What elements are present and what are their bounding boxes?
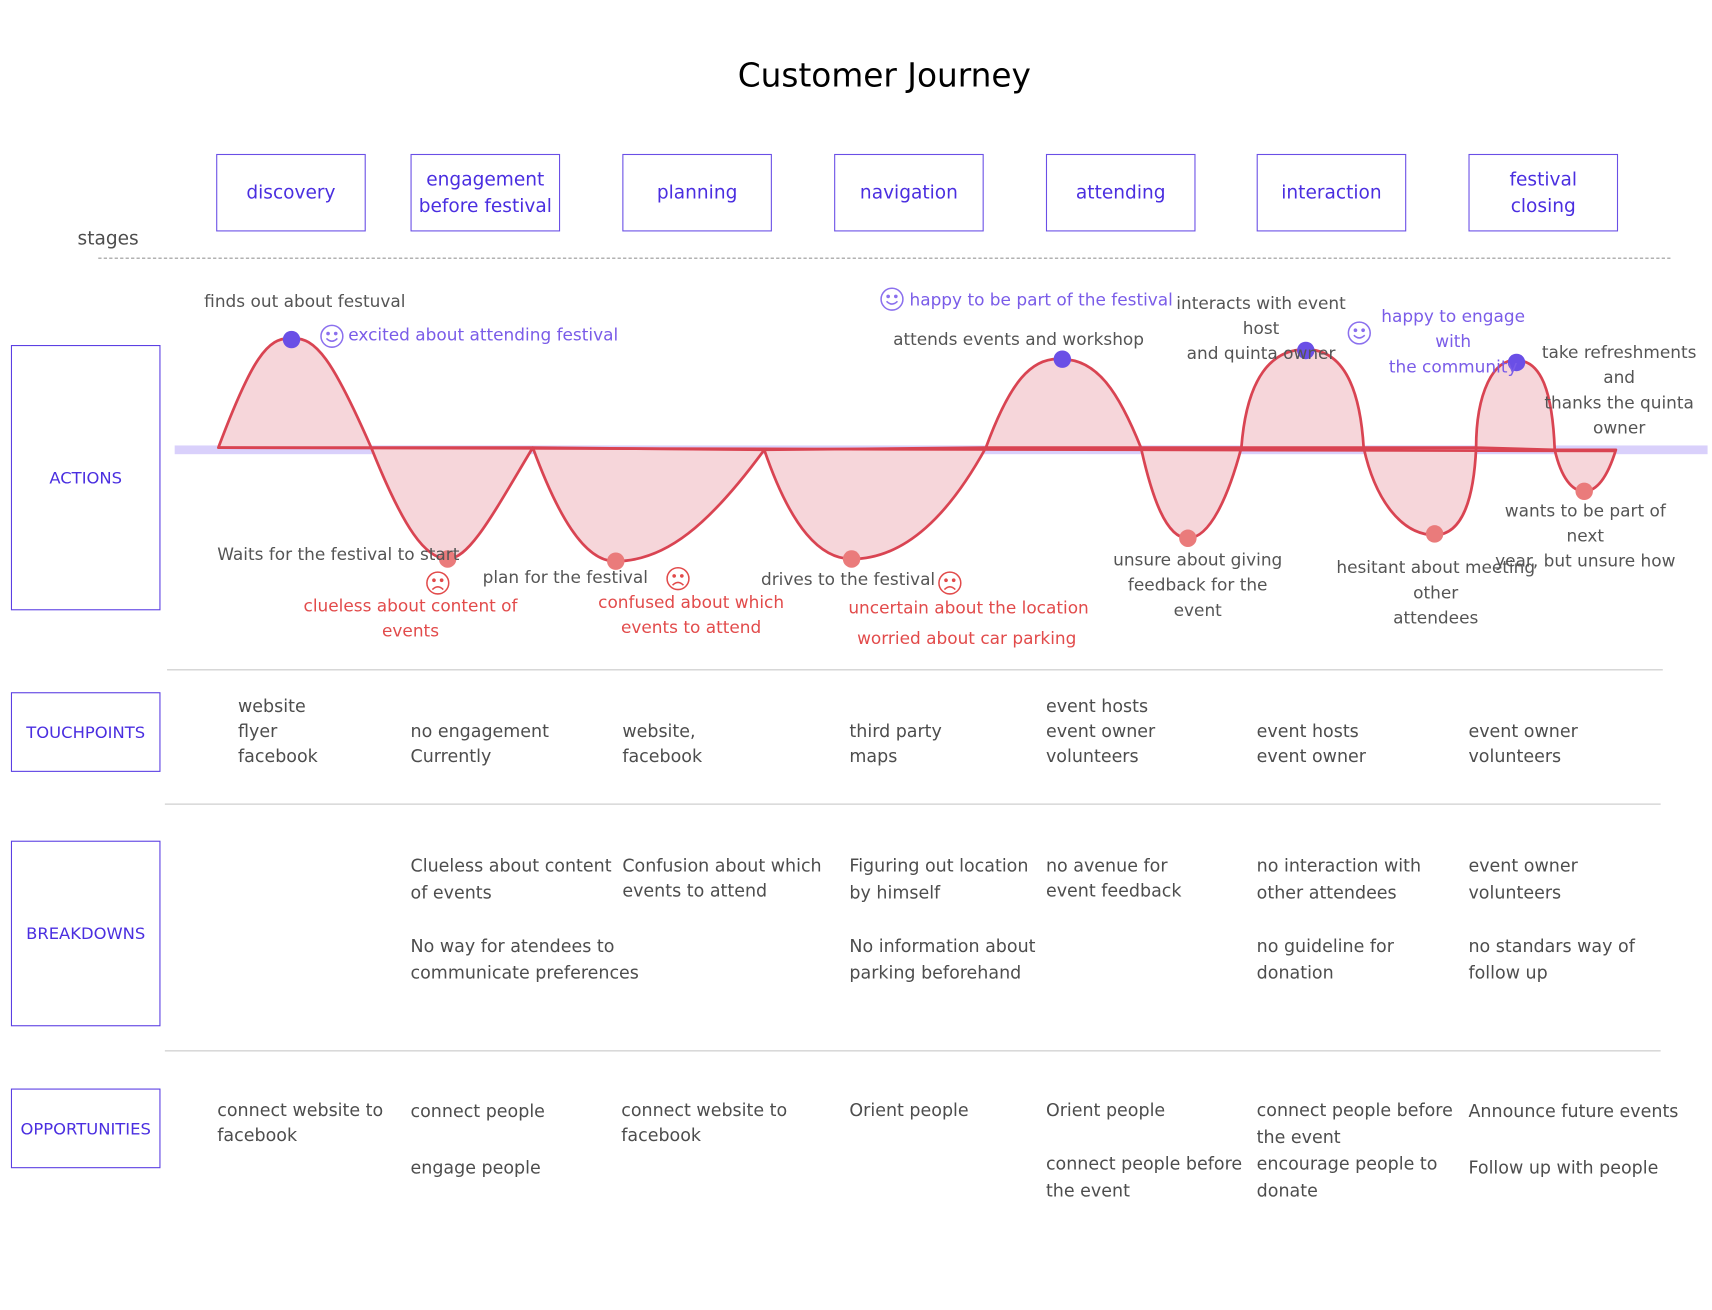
point-drives xyxy=(842,550,861,568)
page-title: Customer Journey xyxy=(737,56,1031,95)
breakdown-attending: no avenue for event feedback xyxy=(1045,854,1182,901)
note-plan: plan for the festival xyxy=(482,567,648,588)
breakdown-interaction: no interaction with other attendees no g… xyxy=(1256,854,1422,983)
frown-icon xyxy=(426,571,450,595)
row-divider xyxy=(164,1050,1661,1052)
note-uncertain: uncertain about the location xyxy=(848,598,1089,618)
touchpoint-discovery: website flyer facebook xyxy=(238,695,318,767)
point-waits xyxy=(438,550,457,568)
breakdown-planning: Confusion about which events to attend xyxy=(622,854,822,901)
note-refreshments: take refreshments and thanks the quinta … xyxy=(1541,342,1697,438)
curve-discovery xyxy=(216,337,373,450)
row-divider xyxy=(164,803,1661,805)
emotion-curve-chart xyxy=(174,287,1708,595)
note-next-year: wants to be part of next year, but unsur… xyxy=(1495,501,1676,572)
stage-attending[interactable]: attending xyxy=(1045,153,1196,232)
point-refreshments xyxy=(1507,353,1526,372)
stage-discovery[interactable]: discovery xyxy=(216,153,366,232)
touchpoint-interaction: event hosts event owner xyxy=(1256,720,1366,767)
note-waits: Waits for the festival to start xyxy=(217,544,460,565)
smiley-icon xyxy=(1347,321,1371,345)
row-opportunities: OPPORTUNITIES xyxy=(10,1088,161,1169)
stage-engagement[interactable]: engagement before festival xyxy=(410,153,561,232)
opportunity-interaction: connect people before the event encourag… xyxy=(1256,1099,1453,1201)
curve-hesitant xyxy=(1362,446,1478,537)
note-happy-part: happy to be part of the festival xyxy=(909,290,1173,311)
opportunity-navigation: Orient people xyxy=(849,1099,969,1121)
row-divider xyxy=(167,669,1663,671)
note-interacts: interacts with event host and quinta own… xyxy=(1176,293,1346,364)
note-clueless: clueless about content of events xyxy=(303,596,518,641)
note-unsure-feedback: unsure about giving feedback for the eve… xyxy=(1113,550,1283,621)
point-plan xyxy=(607,552,625,570)
note-confused: confused about which events to attend xyxy=(598,592,785,638)
touchpoint-planning: website, facebook xyxy=(622,720,703,767)
curve-unsure xyxy=(1139,446,1243,540)
stage-closing[interactable]: festival closing xyxy=(1468,153,1619,232)
note-attends: attends events and workshop xyxy=(893,329,1145,350)
note-drives: drives to the festival xyxy=(760,569,936,590)
opportunity-discovery: connect website to facebook xyxy=(217,1099,384,1146)
note-worried: worried about car parking xyxy=(857,628,1077,649)
frown-icon xyxy=(938,571,962,595)
breakdown-engagement: Clueless about content of events No way … xyxy=(410,854,639,983)
opportunity-attending: Orient people connect people before the … xyxy=(1045,1099,1243,1201)
smiley-icon xyxy=(320,324,344,348)
stages-label: stages xyxy=(77,228,139,251)
row-breakdowns: BREAKDOWNS xyxy=(10,840,161,1027)
note-finds-out: finds out about festuval xyxy=(204,291,406,312)
note-excited: excited about attending festival xyxy=(348,325,619,346)
stage-navigation[interactable]: navigation xyxy=(834,153,984,232)
opportunity-engagement: connect people engage people xyxy=(410,1100,545,1179)
row-touchpoints: TOUCHPOINTS xyxy=(10,692,161,772)
point-finds-out xyxy=(282,330,301,349)
frown-icon xyxy=(666,566,690,591)
touchpoint-engagement: no engagement Currently xyxy=(410,720,549,767)
curve-planning xyxy=(531,446,766,563)
point-attends xyxy=(1053,350,1072,368)
curve-baseline xyxy=(218,446,1616,453)
note-hesitant: hesitant about meeting other attendees xyxy=(1336,557,1536,628)
stages-divider xyxy=(98,257,1671,259)
point-next-year xyxy=(1575,482,1593,501)
opportunity-planning: connect website to facebook xyxy=(621,1099,788,1146)
stage-interaction[interactable]: interaction xyxy=(1256,153,1407,232)
touchpoint-closing: event owner volunteers xyxy=(1468,720,1578,767)
touchpoint-attending: event hosts event owner volunteers xyxy=(1045,695,1156,767)
opportunity-closing: Announce future events Follow up with pe… xyxy=(1468,1100,1679,1179)
point-interacts xyxy=(1297,341,1315,360)
smiley-icon xyxy=(880,287,904,311)
point-unsure xyxy=(1179,529,1197,547)
row-actions: ACTIONS xyxy=(10,345,161,611)
curve-navigation xyxy=(762,446,988,561)
note-happy-engage: happy to engage with the community xyxy=(1381,306,1526,377)
curve-attending xyxy=(984,357,1143,450)
stage-planning[interactable]: planning xyxy=(622,153,772,232)
breakdown-navigation: Figuring out location by himself No info… xyxy=(849,854,1036,983)
breakdown-closing: event owner volunteers no standars way o… xyxy=(1468,854,1635,983)
point-hesitant xyxy=(1425,525,1444,543)
touchpoint-navigation: third party maps xyxy=(849,720,942,767)
